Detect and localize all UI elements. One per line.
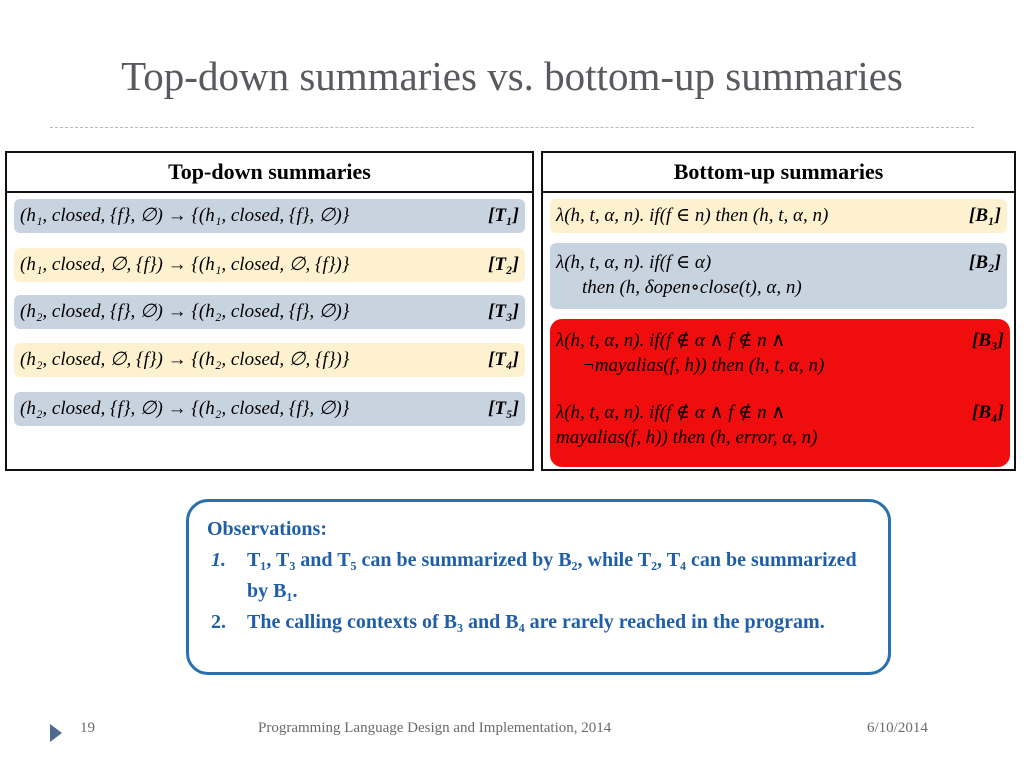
observation-item: 1. T₁, T₃ and T₅ can be summarized by B₂… — [207, 545, 870, 607]
summary-row-t2: (h₁, closed, ∅, {f}) → {(h₁, closed, ∅, … — [14, 248, 525, 282]
bottom-up-header: Bottom-up summaries — [543, 153, 1014, 193]
t-formula: (h₁, closed, {f}, ∅) → {(h₁, closed, {f}… — [20, 205, 350, 226]
footer-venue: Programming Language Design and Implemen… — [258, 720, 612, 736]
t-formula: (h₂, closed, {f}, ∅) → {(h₂, closed, {f}… — [20, 301, 350, 322]
slide-bullet-arrow-icon — [50, 724, 62, 742]
observation-text: The calling contexts of B₃ and B₄ are ra… — [247, 611, 825, 633]
t-formula: (h₂, closed, {f}, ∅) → {(h₂, closed, {f}… — [20, 398, 350, 419]
page-number: 19 — [80, 720, 95, 736]
b3-tag: [B₃] — [972, 330, 1004, 351]
title-divider — [50, 127, 974, 128]
observation-number: 2. — [211, 611, 226, 633]
b3-formula-line2: ¬mayalias(f, h)) then (h, t, α, n) — [582, 355, 825, 376]
b1-tag: [B₁] — [969, 205, 1001, 226]
observation-item: 2. The calling contexts of B₃ and B₄ are… — [207, 607, 870, 638]
summary-row-t5: (h₂, closed, {f}, ∅) → {(h₂, closed, {f}… — [14, 392, 525, 426]
footer-date: 6/10/2014 — [867, 720, 928, 736]
top-down-header: Top-down summaries — [7, 153, 532, 193]
observations-box: Observations: 1. T₁, T₃ and T₅ can be su… — [186, 499, 891, 675]
observation-number: 1. — [211, 549, 226, 571]
summary-row-t3: (h₂, closed, {f}, ∅) → {(h₂, closed, {f}… — [14, 295, 525, 329]
bottom-up-panel: Bottom-up summaries λ(h, t, α, n). if(f … — [541, 151, 1016, 471]
observation-text: T₁, T₃ and T₅ can be summarized by B₂, w… — [247, 549, 857, 602]
t-formula: (h₂, closed, ∅, {f}) → {(h₂, closed, ∅, … — [20, 349, 350, 370]
slide-title: Top-down summaries vs. bottom-up summari… — [121, 53, 903, 99]
observations-heading: Observations: — [207, 518, 327, 540]
summary-row-b3-b4: λ(h, t, α, n). if(f ∉ α ∧ f ∉ n ∧ ¬mayal… — [550, 319, 1010, 467]
b2-formula-line1: λ(h, t, α, n). if(f ∈ α) — [556, 252, 712, 273]
b4-formula-line2: mayalias(f, h)) then (h, error, α, n) — [556, 427, 818, 448]
t-tag: [T₁] — [488, 205, 519, 226]
t-tag: [T₂] — [488, 254, 519, 275]
summary-row-b1: λ(h, t, α, n). if(f ∈ n) then (h, t, α, … — [550, 199, 1007, 233]
t-tag: [T₃] — [488, 301, 519, 322]
b3-formula-line1: λ(h, t, α, n). if(f ∉ α ∧ f ∉ n ∧ — [556, 330, 786, 351]
b2-formula-line2: then (h, δopen∘close(t), α, n) — [582, 277, 802, 298]
top-down-panel: Top-down summaries (h₁, closed, {f}, ∅) … — [5, 151, 534, 471]
b2-tag: [B₂] — [969, 252, 1001, 273]
b1-formula: λ(h, t, α, n). if(f ∈ n) then (h, t, α, … — [556, 205, 829, 226]
summary-row-b2: λ(h, t, α, n). if(f ∈ α) then (h, δopen∘… — [550, 243, 1007, 309]
t-formula: (h₁, closed, ∅, {f}) → {(h₁, closed, ∅, … — [20, 254, 350, 275]
b4-formula-line1: λ(h, t, α, n). if(f ∉ α ∧ f ∉ n ∧ — [556, 402, 786, 423]
b4-tag: [B₄] — [972, 402, 1004, 423]
t-tag: [T₅] — [488, 398, 519, 419]
t-tag: [T₄] — [488, 349, 519, 370]
summary-row-t1: (h₁, closed, {f}, ∅) → {(h₁, closed, {f}… — [14, 199, 525, 233]
summary-row-t4: (h₂, closed, ∅, {f}) → {(h₂, closed, ∅, … — [14, 343, 525, 377]
